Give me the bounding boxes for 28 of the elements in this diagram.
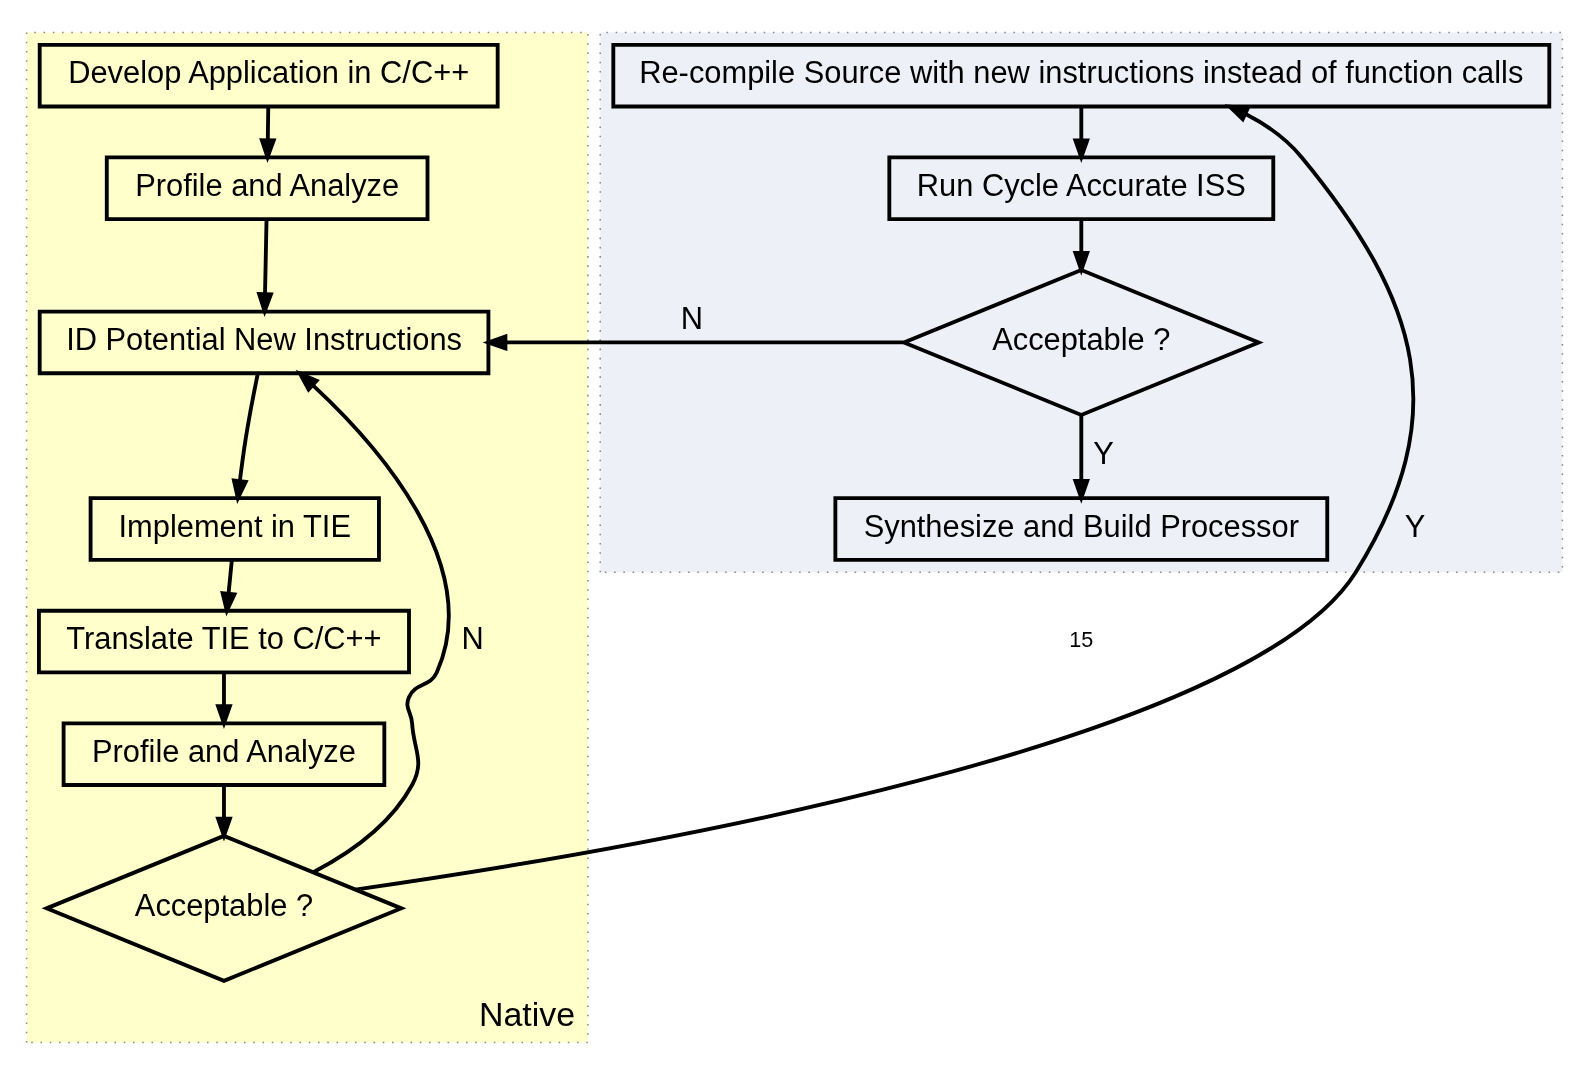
- edge-label: Y: [1093, 436, 1114, 472]
- arrow: [259, 106, 277, 164]
- node-box: Synthesize and Build Processor: [833, 496, 1330, 562]
- node-box: Translate TIE to C/C++: [37, 608, 411, 675]
- label: 15: [1069, 627, 1094, 653]
- node-box: Develop Application in C/C++: [37, 42, 500, 109]
- arrow: [231, 373, 260, 504]
- arrow: [1072, 414, 1090, 504]
- node-box: Profile and Analyze: [104, 155, 430, 221]
- node-box: Profile and Analyze: [61, 721, 387, 787]
- arrow: [482, 333, 904, 352]
- node-box: Implement in TIE: [88, 496, 381, 562]
- arrow: [295, 369, 451, 874]
- arrow: [215, 785, 233, 842]
- arrow: [355, 104, 1416, 892]
- arrow: [1072, 219, 1090, 276]
- edge-label: N: [461, 621, 484, 657]
- arrow: [220, 559, 238, 617]
- node-box: ID Potential New Instructions: [37, 309, 491, 376]
- node-box: Run Cycle Accurate ISS: [887, 155, 1276, 221]
- arrow: [1072, 106, 1090, 164]
- edge-label: N: [680, 300, 704, 336]
- node-diamond: Acceptable ?: [41, 833, 407, 983]
- cluster: [599, 31, 1564, 573]
- arrow: [215, 672, 233, 729]
- arrow: [256, 219, 274, 317]
- edge-label: Y: [1404, 508, 1425, 544]
- node-box: Re-compile Source with new instructions instead of function calls: [611, 42, 1552, 109]
